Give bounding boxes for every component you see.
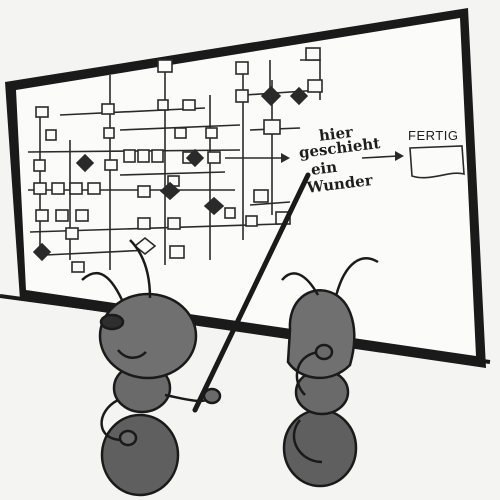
flowchart-box <box>51 182 65 195</box>
flowchart-decision <box>75 153 95 173</box>
whiteboard <box>0 8 491 368</box>
flowchart-box <box>33 159 46 172</box>
right-ant-antenna <box>281 272 320 296</box>
flowchart-box <box>55 209 69 222</box>
flowchart-box <box>307 79 323 93</box>
flowchart-decision <box>203 196 225 216</box>
right-ant-hand <box>314 343 334 361</box>
left-ant-antenna <box>129 239 152 299</box>
flowchart-box <box>33 182 47 195</box>
flowchart-box <box>101 103 115 115</box>
right-ant-antenna <box>334 257 379 297</box>
flowchart-line <box>119 171 226 176</box>
miracle-arrowhead <box>281 153 290 163</box>
flowchart-box <box>69 182 83 195</box>
flowchart-box <box>157 59 173 73</box>
left-ant-abdomen <box>100 413 180 497</box>
flowchart-decision <box>133 236 157 256</box>
flowchart-box <box>137 185 151 198</box>
flowchart-box <box>71 261 85 273</box>
flowchart-box <box>169 245 185 259</box>
flowchart-box <box>65 227 79 240</box>
left-ant-hand <box>118 429 138 447</box>
flowchart-box <box>103 127 115 139</box>
left-ant-mouth <box>117 349 147 359</box>
flowchart <box>27 47 465 273</box>
flowchart-decision <box>185 148 205 168</box>
whiteboard-surface <box>16 18 476 356</box>
flowchart-box <box>87 182 101 195</box>
left-ant <box>81 239 222 497</box>
flowchart-box <box>205 127 218 139</box>
result-arrow <box>361 155 399 159</box>
left-ant-antenna <box>81 271 124 301</box>
flowchart-box <box>235 89 249 103</box>
flowchart-box <box>253 189 269 203</box>
flowchart-box <box>174 127 187 139</box>
pointer-stick <box>192 172 311 413</box>
flowchart-box <box>224 207 236 219</box>
flowchart-decision <box>289 86 309 106</box>
flowchart-box <box>182 99 196 111</box>
result-arrowhead <box>395 151 404 161</box>
flowchart-box <box>305 47 321 61</box>
right-ant-arm <box>292 419 323 464</box>
flowchart-decision <box>159 181 181 201</box>
flowchart-box <box>235 61 249 75</box>
flowchart-box <box>35 209 49 222</box>
flowchart-box <box>75 209 89 222</box>
flowchart-line <box>249 201 291 206</box>
flowchart-box <box>157 99 169 111</box>
flowchart-box <box>123 149 136 163</box>
flowchart-box <box>137 217 151 230</box>
flowchart-decision <box>260 85 282 107</box>
flowchart-box <box>207 151 221 164</box>
left-ant-head <box>98 292 198 380</box>
flowchart-box <box>167 217 181 230</box>
left-ant-arm <box>100 398 123 442</box>
flowchart-box <box>137 149 150 163</box>
flowchart-box <box>263 119 281 135</box>
whiteboard-ledge <box>0 294 491 364</box>
result-label: FERTIG <box>408 128 459 143</box>
right-ant-abdomen <box>282 408 358 488</box>
fertig-document-shape <box>409 145 465 179</box>
flowchart-box <box>245 215 258 227</box>
flowchart-box <box>35 106 49 118</box>
left-ant-eye <box>99 313 125 331</box>
flowchart-box <box>104 159 118 171</box>
flowchart-box <box>45 129 57 141</box>
flowchart-box <box>151 149 164 163</box>
right-ant <box>281 257 379 488</box>
flowchart-line <box>59 107 206 116</box>
flowchart-decision <box>32 242 52 262</box>
flowchart-line <box>44 249 151 256</box>
right-ant-head <box>286 289 356 380</box>
